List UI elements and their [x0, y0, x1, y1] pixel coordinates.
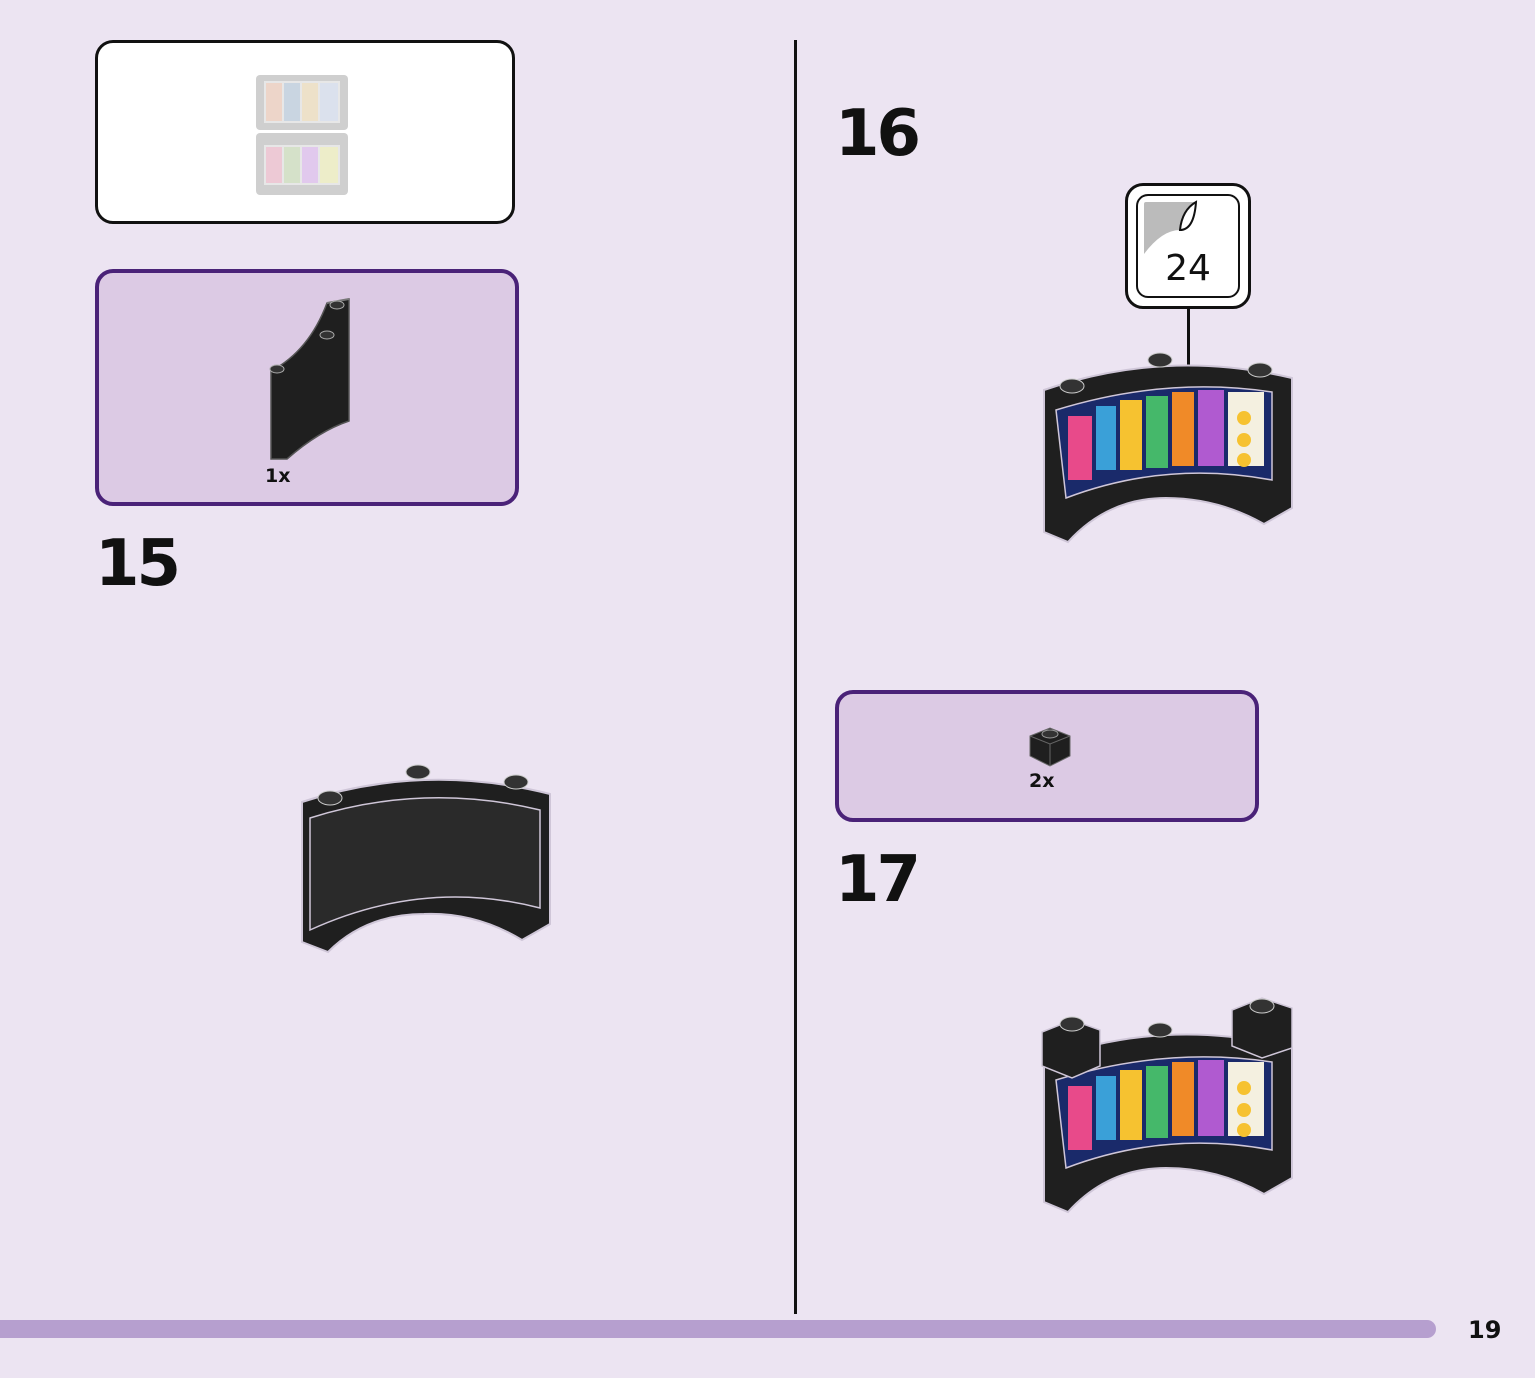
callout-leader-line [1187, 309, 1190, 384]
step-15-model-image [301, 764, 551, 954]
parts-needed-box-step-15: 1x [95, 269, 519, 506]
sticker-callout: 24 [1125, 183, 1251, 309]
brick-1x1-part-image [1029, 727, 1071, 767]
stacked-wall-assembly-image [256, 75, 348, 195]
sticker-callout-frame [1136, 194, 1240, 298]
step-number-17: 17 [835, 843, 921, 917]
page-number: 19 [1468, 1316, 1502, 1344]
step-16-model-image [1043, 352, 1293, 544]
part-quantity: 2x [1029, 770, 1055, 792]
step-17-model-image [1041, 997, 1293, 1214]
sticker-number: 24 [1165, 248, 1211, 289]
column-divider [794, 40, 797, 1314]
subassembly-preview-box [95, 40, 515, 224]
curved-wall-part-image [269, 298, 350, 460]
bottom-progress-bar [0, 1320, 1436, 1338]
parts-needed-box-step-17: 2x [835, 690, 1259, 822]
step-number-16: 16 [835, 97, 921, 171]
sticker-icon [1144, 200, 1198, 254]
part-quantity: 1x [265, 465, 291, 487]
step-number-15: 15 [95, 527, 181, 601]
